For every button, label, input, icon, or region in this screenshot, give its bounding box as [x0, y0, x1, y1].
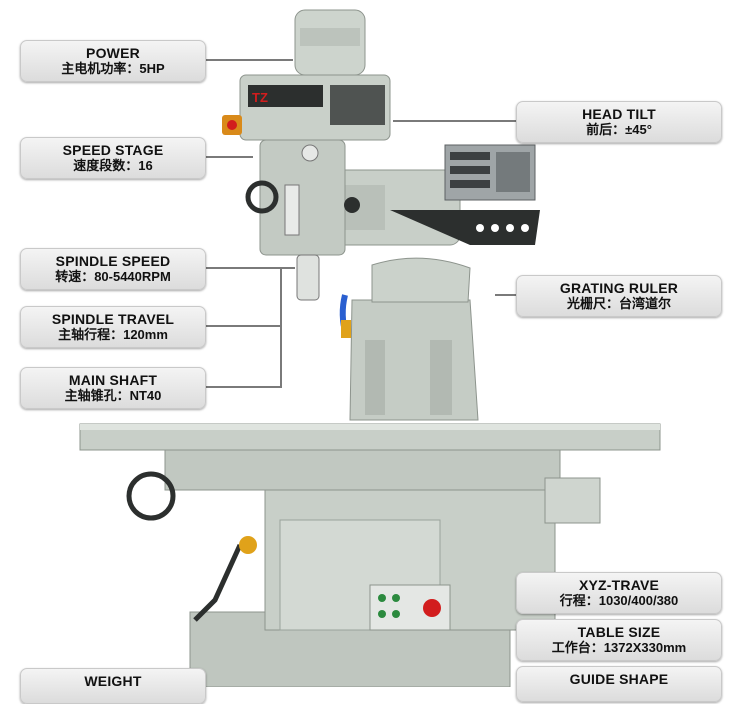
- connector-power: [205, 59, 293, 61]
- spec-xyz-travel: XYZ-TRAVE 行程：1030/400/380: [516, 572, 722, 614]
- spec-spindle-speed-value: 转速：80-5440RPM: [55, 269, 171, 284]
- connector-grating-ruler: [495, 294, 516, 296]
- spec-speed-stage-value: 速度段数：16: [73, 158, 153, 173]
- saddle: [164, 449, 561, 491]
- connector-spindle-travel: [205, 325, 282, 327]
- connector-speed-stage: [205, 156, 253, 158]
- spec-spindle-travel: SPINDLE TRAVEL 主轴行程：120mm: [20, 306, 206, 348]
- spec-head-tilt-title: HEAD TILT: [582, 106, 656, 122]
- spec-spindle-travel-value: 主轴行程：120mm: [58, 327, 168, 342]
- spec-grating-ruler: GRATING RULER 光栅尺：台湾道尔: [516, 275, 722, 317]
- spec-speed-stage-title: SPEED STAGE: [62, 142, 164, 158]
- spec-main-shaft-title: MAIN SHAFT: [68, 372, 158, 388]
- handwheel-head: [245, 180, 279, 214]
- spec-main-shaft: MAIN SHAFT 主轴锥孔：NT40: [20, 367, 206, 409]
- spec-grating-ruler-value: 光栅尺：台湾道尔: [566, 296, 671, 311]
- spec-xyz-travel-title: XYZ-TRAVE: [578, 577, 660, 593]
- spec-head-tilt: HEAD TILT 前后：±45°: [516, 101, 722, 143]
- spec-guide-shape: GUIDE SHAPE: [516, 666, 722, 702]
- spec-xyz-travel-value: 行程：1030/400/380: [559, 593, 679, 608]
- spec-spindle-travel-title: SPINDLE TRAVEL: [51, 311, 175, 327]
- spec-power-title: POWER: [86, 45, 140, 61]
- spindle-nose: [296, 254, 320, 301]
- connector-head-tilt: [393, 120, 516, 122]
- connector-trunk: [280, 267, 282, 387]
- spec-power: POWER 主电机功率：5HP: [20, 40, 206, 82]
- product-spec-image: TZ: [20, 9, 722, 704]
- spec-power-value: 主电机功率：5HP: [61, 61, 165, 76]
- quill-housing: [259, 139, 346, 256]
- table-handwheel: [126, 471, 176, 521]
- milling-machine-illustration: TZ: [79, 9, 661, 687]
- spec-spindle-speed: SPINDLE SPEED 转速：80-5440RPM: [20, 248, 206, 290]
- spec-speed-stage: SPEED STAGE 速度段数：16: [20, 137, 206, 179]
- spec-spindle-speed-title: SPINDLE SPEED: [55, 253, 171, 269]
- stop-button: [423, 599, 441, 617]
- spec-weight-title: WEIGHT: [84, 673, 142, 689]
- spec-table-size-value: 工作台：1372X330mm: [551, 640, 687, 655]
- spec-table-size: TABLE SIZE 工作台：1372X330mm: [516, 619, 722, 661]
- spec-table-size-title: TABLE SIZE: [577, 624, 661, 640]
- brand-logo: TZ: [252, 90, 268, 105]
- spec-guide-shape-title: GUIDE SHAPE: [569, 671, 669, 687]
- spec-head-tilt-value: 前后：±45°: [586, 122, 652, 137]
- connector-main-shaft: [205, 386, 282, 388]
- spec-main-shaft-value: 主轴锥孔：NT40: [64, 388, 162, 403]
- connector-spindle-speed: [205, 267, 295, 269]
- spec-grating-ruler-title: GRATING RULER: [559, 280, 679, 296]
- spec-weight: WEIGHT: [20, 668, 206, 704]
